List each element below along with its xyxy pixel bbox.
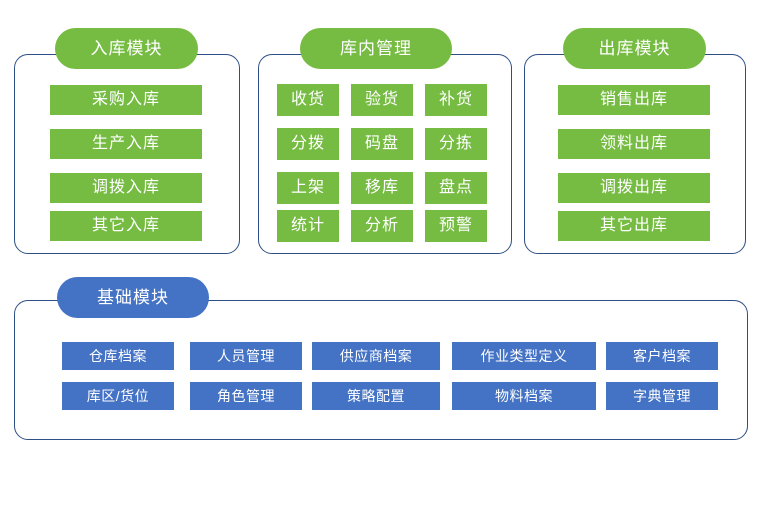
panel-header-outbound[interactable]: 出库模块 <box>563 28 706 69</box>
internal-item-3[interactable]: 补货 <box>425 84 487 116</box>
outbound-item-4[interactable]: 其它出库 <box>558 211 710 241</box>
internal-item-9[interactable]: 盘点 <box>425 172 487 204</box>
panel-basic <box>14 300 748 440</box>
internal-item-1[interactable]: 收货 <box>277 84 339 116</box>
internal-item-8[interactable]: 移库 <box>351 172 413 204</box>
internal-item-12[interactable]: 预警 <box>425 210 487 242</box>
inbound-item-4[interactable]: 其它入库 <box>50 211 202 241</box>
internal-item-4[interactable]: 分拨 <box>277 128 339 160</box>
outbound-item-1[interactable]: 销售出库 <box>558 85 710 115</box>
internal-item-11[interactable]: 分析 <box>351 210 413 242</box>
internal-item-6[interactable]: 分拣 <box>425 128 487 160</box>
internal-item-7[interactable]: 上架 <box>277 172 339 204</box>
panel-header-inbound[interactable]: 入库模块 <box>55 28 198 69</box>
inbound-item-3[interactable]: 调拨入库 <box>50 173 202 203</box>
panel-header-basic[interactable]: 基础模块 <box>57 277 209 318</box>
basic-item-9[interactable]: 物料档案 <box>452 382 596 410</box>
basic-item-5[interactable]: 客户档案 <box>606 342 718 370</box>
basic-item-3[interactable]: 供应商档案 <box>312 342 440 370</box>
basic-item-6[interactable]: 库区/货位 <box>62 382 174 410</box>
basic-item-7[interactable]: 角色管理 <box>190 382 302 410</box>
inbound-item-1[interactable]: 采购入库 <box>50 85 202 115</box>
basic-item-1[interactable]: 仓库档案 <box>62 342 174 370</box>
basic-item-8[interactable]: 策略配置 <box>312 382 440 410</box>
outbound-item-2[interactable]: 领料出库 <box>558 129 710 159</box>
basic-item-10[interactable]: 字典管理 <box>606 382 718 410</box>
internal-item-2[interactable]: 验货 <box>351 84 413 116</box>
basic-item-2[interactable]: 人员管理 <box>190 342 302 370</box>
basic-item-4[interactable]: 作业类型定义 <box>452 342 596 370</box>
internal-item-5[interactable]: 码盘 <box>351 128 413 160</box>
outbound-item-3[interactable]: 调拨出库 <box>558 173 710 203</box>
internal-item-10[interactable]: 统计 <box>277 210 339 242</box>
inbound-item-2[interactable]: 生产入库 <box>50 129 202 159</box>
panel-header-internal[interactable]: 库内管理 <box>300 28 452 69</box>
